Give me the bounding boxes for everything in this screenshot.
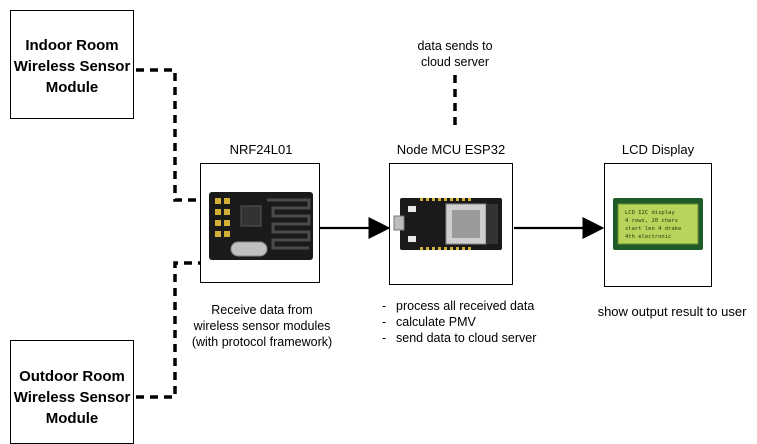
lcd-description: show output result to user [597, 304, 747, 319]
lcd-screen-line: LCD I2C display [625, 210, 675, 216]
lcd-screen-line: 4 rows, 20 chars [625, 218, 678, 224]
outdoor-module-label-line1: Outdoor Room [19, 368, 125, 385]
nrf-box [200, 163, 320, 283]
outdoor-module-label: Outdoor Room Wireless Sensor Module [11, 366, 133, 429]
cloud-label-line1: data sends to [417, 39, 493, 53]
nrf-description: Receive data from wireless sensor module… [180, 302, 344, 350]
outdoor-to-nrf-dashed-line [136, 261, 203, 399]
nrf-description-line1: Receive data from [211, 303, 313, 317]
esp32-box [389, 163, 513, 285]
indoor-module-label: Indoor Room Wireless Sensor Module [11, 35, 133, 98]
indoor-to-nrf-dashed-line [136, 68, 203, 202]
outdoor-module-label-line2: Wireless Sensor [13, 389, 131, 406]
outdoor-module-label-line3: Module [45, 410, 99, 427]
cloud-label-line2: cloud server [420, 55, 490, 69]
nrf-title: NRF24L01 [229, 142, 293, 157]
indoor-module-label-line1: Indoor Room [25, 37, 119, 54]
lcd-screen-line: start len 4 drake [625, 226, 681, 232]
nrf-description-line3: (with protocol framework) [191, 335, 333, 349]
esp32-task-item: send data to cloud server [382, 330, 562, 346]
esp32-task-list: process all received data calculate PMV … [382, 298, 562, 346]
lcd-box: LCD I2C display 4 rows, 20 chars start l… [604, 163, 712, 287]
nrf-description-line2: wireless sensor modules [193, 319, 331, 333]
outdoor-module-box: Outdoor Room Wireless Sensor Module [10, 340, 134, 444]
lcd-screen-line: 4th electronic [625, 234, 671, 240]
esp32-task-item: calculate PMV [382, 314, 562, 330]
cloud-label: data sends to cloud server [395, 38, 515, 70]
esp32-title: Node MCU ESP32 [396, 142, 506, 157]
esp32-board-image [393, 198, 502, 250]
lcd-title: LCD Display [621, 142, 695, 157]
lcd-display-image: LCD I2C display 4 rows, 20 chars start l… [613, 198, 703, 250]
nrf-module-image [209, 192, 313, 260]
indoor-module-label-line3: Module [45, 79, 99, 96]
indoor-module-box: Indoor Room Wireless Sensor Module [10, 10, 134, 119]
indoor-module-label-line2: Wireless Sensor [13, 58, 131, 75]
esp32-task-item: process all received data [382, 298, 562, 314]
